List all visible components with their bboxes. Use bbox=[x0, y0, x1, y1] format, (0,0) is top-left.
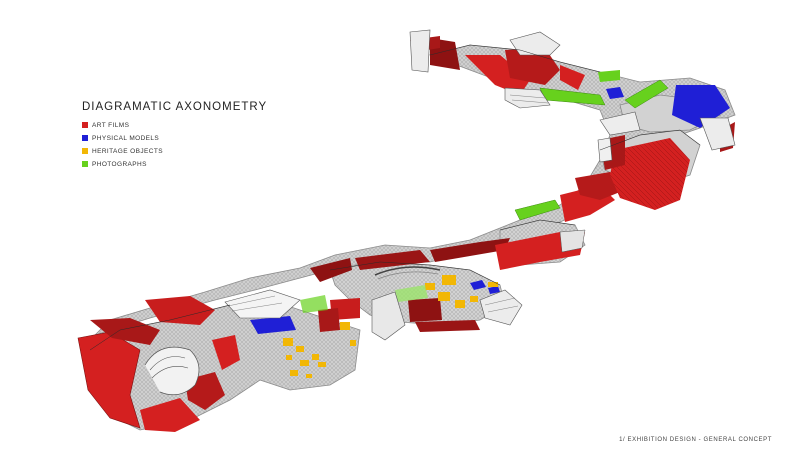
photographs-walls bbox=[300, 70, 669, 313]
legend-label: HERITAGE OBJECTS bbox=[92, 147, 163, 155]
legend-item-photographs: PHOTOGRAPHS bbox=[82, 158, 267, 170]
legend-item-heritage-objects: HERITAGE OBJECTS bbox=[82, 145, 267, 157]
swatch-heritage-objects bbox=[82, 148, 88, 154]
physical-models-areas bbox=[250, 85, 730, 334]
legend: DIAGRAMATIC AXONOMETRY ART FILMS PHYSICA… bbox=[82, 101, 267, 171]
legend-item-physical-models: PHYSICAL MODELS bbox=[82, 132, 267, 144]
legend-label: ART FILMS bbox=[92, 121, 130, 129]
swatch-art-films bbox=[82, 122, 88, 128]
wall-edges bbox=[89, 44, 701, 351]
heritage-objects-areas bbox=[283, 275, 498, 378]
structural-shells bbox=[144, 29, 736, 396]
swatch-physical-models bbox=[82, 135, 88, 141]
legend-label: PHOTOGRAPHS bbox=[92, 160, 147, 168]
legend-item-art-films: ART FILMS bbox=[82, 119, 267, 131]
swatch-photographs bbox=[82, 161, 88, 167]
sheet-caption: 1/ EXHIBITION DESIGN - GENERAL CONCEPT bbox=[619, 437, 772, 443]
legend-title: DIAGRAMATIC AXONOMETRY bbox=[82, 101, 268, 113]
legend-label: PHYSICAL MODELS bbox=[92, 134, 160, 142]
